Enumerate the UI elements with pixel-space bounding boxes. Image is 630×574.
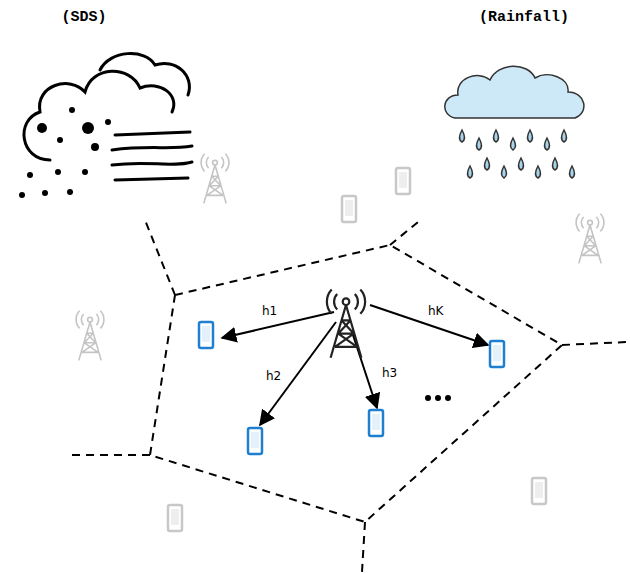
phone-icon (342, 196, 356, 222)
rain-drop (536, 166, 541, 178)
channel-arrows (222, 305, 488, 425)
rain-drop (468, 166, 473, 178)
tower-icon (327, 290, 365, 358)
rain-cloud (445, 66, 584, 178)
hazard-label: (Rainfall) (479, 10, 569, 27)
tower-icon (201, 154, 229, 204)
phone-icon (490, 341, 504, 367)
channel-label: h3 (382, 367, 397, 380)
channel-label: hK (428, 305, 443, 318)
tower-icon (76, 311, 104, 361)
hazard-label: (SDS) (61, 10, 106, 27)
rain-drop (494, 130, 499, 142)
channel-label: h2 (266, 370, 281, 383)
rain-drop (511, 138, 516, 150)
channel-label: h1 (262, 305, 277, 318)
tower-icon (576, 214, 604, 264)
rain-drop (553, 158, 558, 170)
rain-drop (502, 166, 507, 178)
rain-drop (519, 158, 524, 170)
rain-drop (460, 130, 465, 142)
phone-icon (248, 428, 262, 454)
rain-drop (545, 138, 550, 150)
rain-drop (570, 166, 575, 178)
phone-icon (396, 168, 410, 194)
rain-drop (477, 138, 482, 150)
phone-icon (168, 505, 182, 531)
cell-borders (66, 220, 626, 572)
rain-drop (485, 158, 490, 170)
phone-icon (532, 478, 546, 504)
rain-drop (528, 130, 533, 142)
phone-icon (199, 322, 213, 348)
rain-drop (562, 130, 567, 142)
ellipsis-dots (425, 395, 451, 401)
sds-cloud (19, 54, 192, 198)
phone-icon (369, 410, 383, 436)
